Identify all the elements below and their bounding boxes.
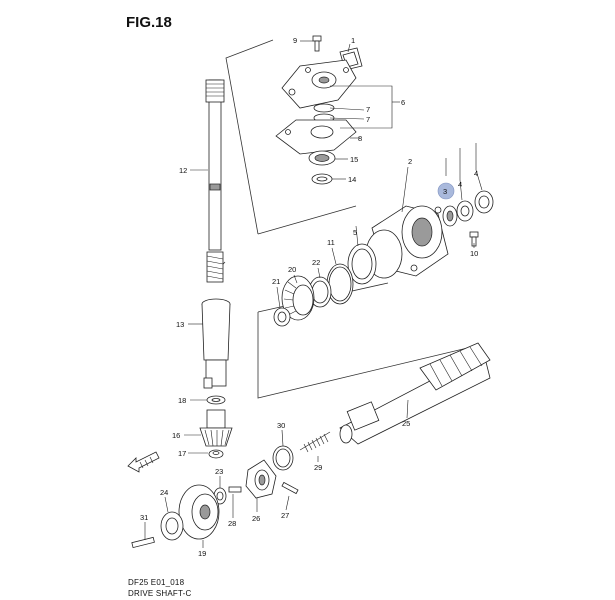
- callout-17: 17: [178, 449, 186, 458]
- callout-4b: 4: [474, 169, 478, 178]
- callout-20: 20: [288, 265, 296, 274]
- part-4-oil-seal-inner[interactable]: [456, 200, 474, 222]
- part-13-shaft-sleeve[interactable]: [201, 298, 231, 389]
- part-5-ring[interactable]: [347, 243, 377, 285]
- callout-11: 11: [327, 238, 335, 247]
- callout-1: 1: [351, 36, 355, 45]
- callout-23: 23: [215, 467, 223, 476]
- part-17-nut[interactable]: [208, 449, 224, 459]
- callout-31: 31: [140, 513, 148, 522]
- callout-10: 10: [470, 249, 478, 258]
- callout-15: 15: [350, 155, 358, 164]
- part-6-water-pump-case[interactable]: [281, 59, 357, 123]
- part-30-clip-ring[interactable]: [272, 445, 294, 471]
- callout-5: 5: [353, 228, 357, 237]
- part-25-propeller-shaft[interactable]: [339, 342, 491, 445]
- part-9-bolt[interactable]: [312, 35, 322, 52]
- callout-9: 9: [293, 36, 297, 45]
- callout-6: 6: [401, 98, 405, 107]
- part-15-bearing[interactable]: [308, 150, 336, 166]
- callout-4a: 4: [458, 180, 462, 189]
- part-8-impeller-plate[interactable]: [275, 119, 357, 155]
- callout-30: 30: [277, 421, 285, 430]
- callout-14: 14: [348, 175, 356, 184]
- part-31-pin[interactable]: [131, 536, 155, 549]
- part-28-pin[interactable]: [228, 486, 242, 493]
- part-12-drive-shaft[interactable]: [205, 79, 225, 283]
- callout-8: 8: [358, 134, 362, 143]
- part-18-washer[interactable]: [206, 395, 226, 405]
- callout-19: 19: [198, 549, 206, 558]
- part-2-bearing-housing[interactable]: [365, 205, 449, 279]
- part-19-bevel-gear[interactable]: [178, 484, 220, 540]
- part-14-seal-ring[interactable]: [311, 173, 333, 185]
- part-11-o-ring[interactable]: [326, 263, 354, 305]
- callout-3: 3: [443, 187, 447, 196]
- part-4-oil-seal-outer[interactable]: [474, 190, 494, 214]
- figure-title: FIG.18: [126, 14, 172, 31]
- callout-12: 12: [179, 166, 187, 175]
- part-24-thrust-washer[interactable]: [160, 511, 184, 541]
- part-16-pinion-gear[interactable]: [199, 409, 233, 447]
- callout-7a: 7: [366, 105, 370, 114]
- part-27-pin[interactable]: [281, 481, 299, 495]
- part-20-bevel-gear[interactable]: [281, 275, 315, 321]
- diagram-name: DRIVE SHAFT-C: [128, 589, 192, 598]
- callout-16: 16: [172, 431, 180, 440]
- callout-7b: 7: [366, 115, 370, 124]
- callout-24: 24: [160, 488, 168, 497]
- callout-22: 22: [312, 258, 320, 267]
- callout-25: 25: [402, 419, 410, 428]
- callout-28: 28: [228, 519, 236, 528]
- part-26-clutch-dog[interactable]: [245, 459, 277, 499]
- part-21-thrust-washer[interactable]: [273, 307, 291, 327]
- callout-21: 21: [272, 277, 280, 286]
- callout-labels: 9 1 6 7 7 8 15 14 12 13 18 16 17 2 3 4 4…: [140, 36, 478, 558]
- callout-26: 26: [252, 514, 260, 523]
- part-29-spring[interactable]: [299, 431, 331, 453]
- callout-29: 29: [314, 463, 322, 472]
- callout-27: 27: [281, 511, 289, 520]
- diagram-code: DF25 E01_018: [128, 578, 185, 587]
- callout-3-highlight: [437, 182, 455, 200]
- part-3-needle-bearing[interactable]: [442, 205, 458, 227]
- leader-lines: [144, 40, 483, 548]
- callout-2: 2: [408, 157, 412, 166]
- callout-13: 13: [176, 320, 184, 329]
- front-direction-arrow-icon: [127, 451, 160, 473]
- callout-18: 18: [178, 396, 186, 405]
